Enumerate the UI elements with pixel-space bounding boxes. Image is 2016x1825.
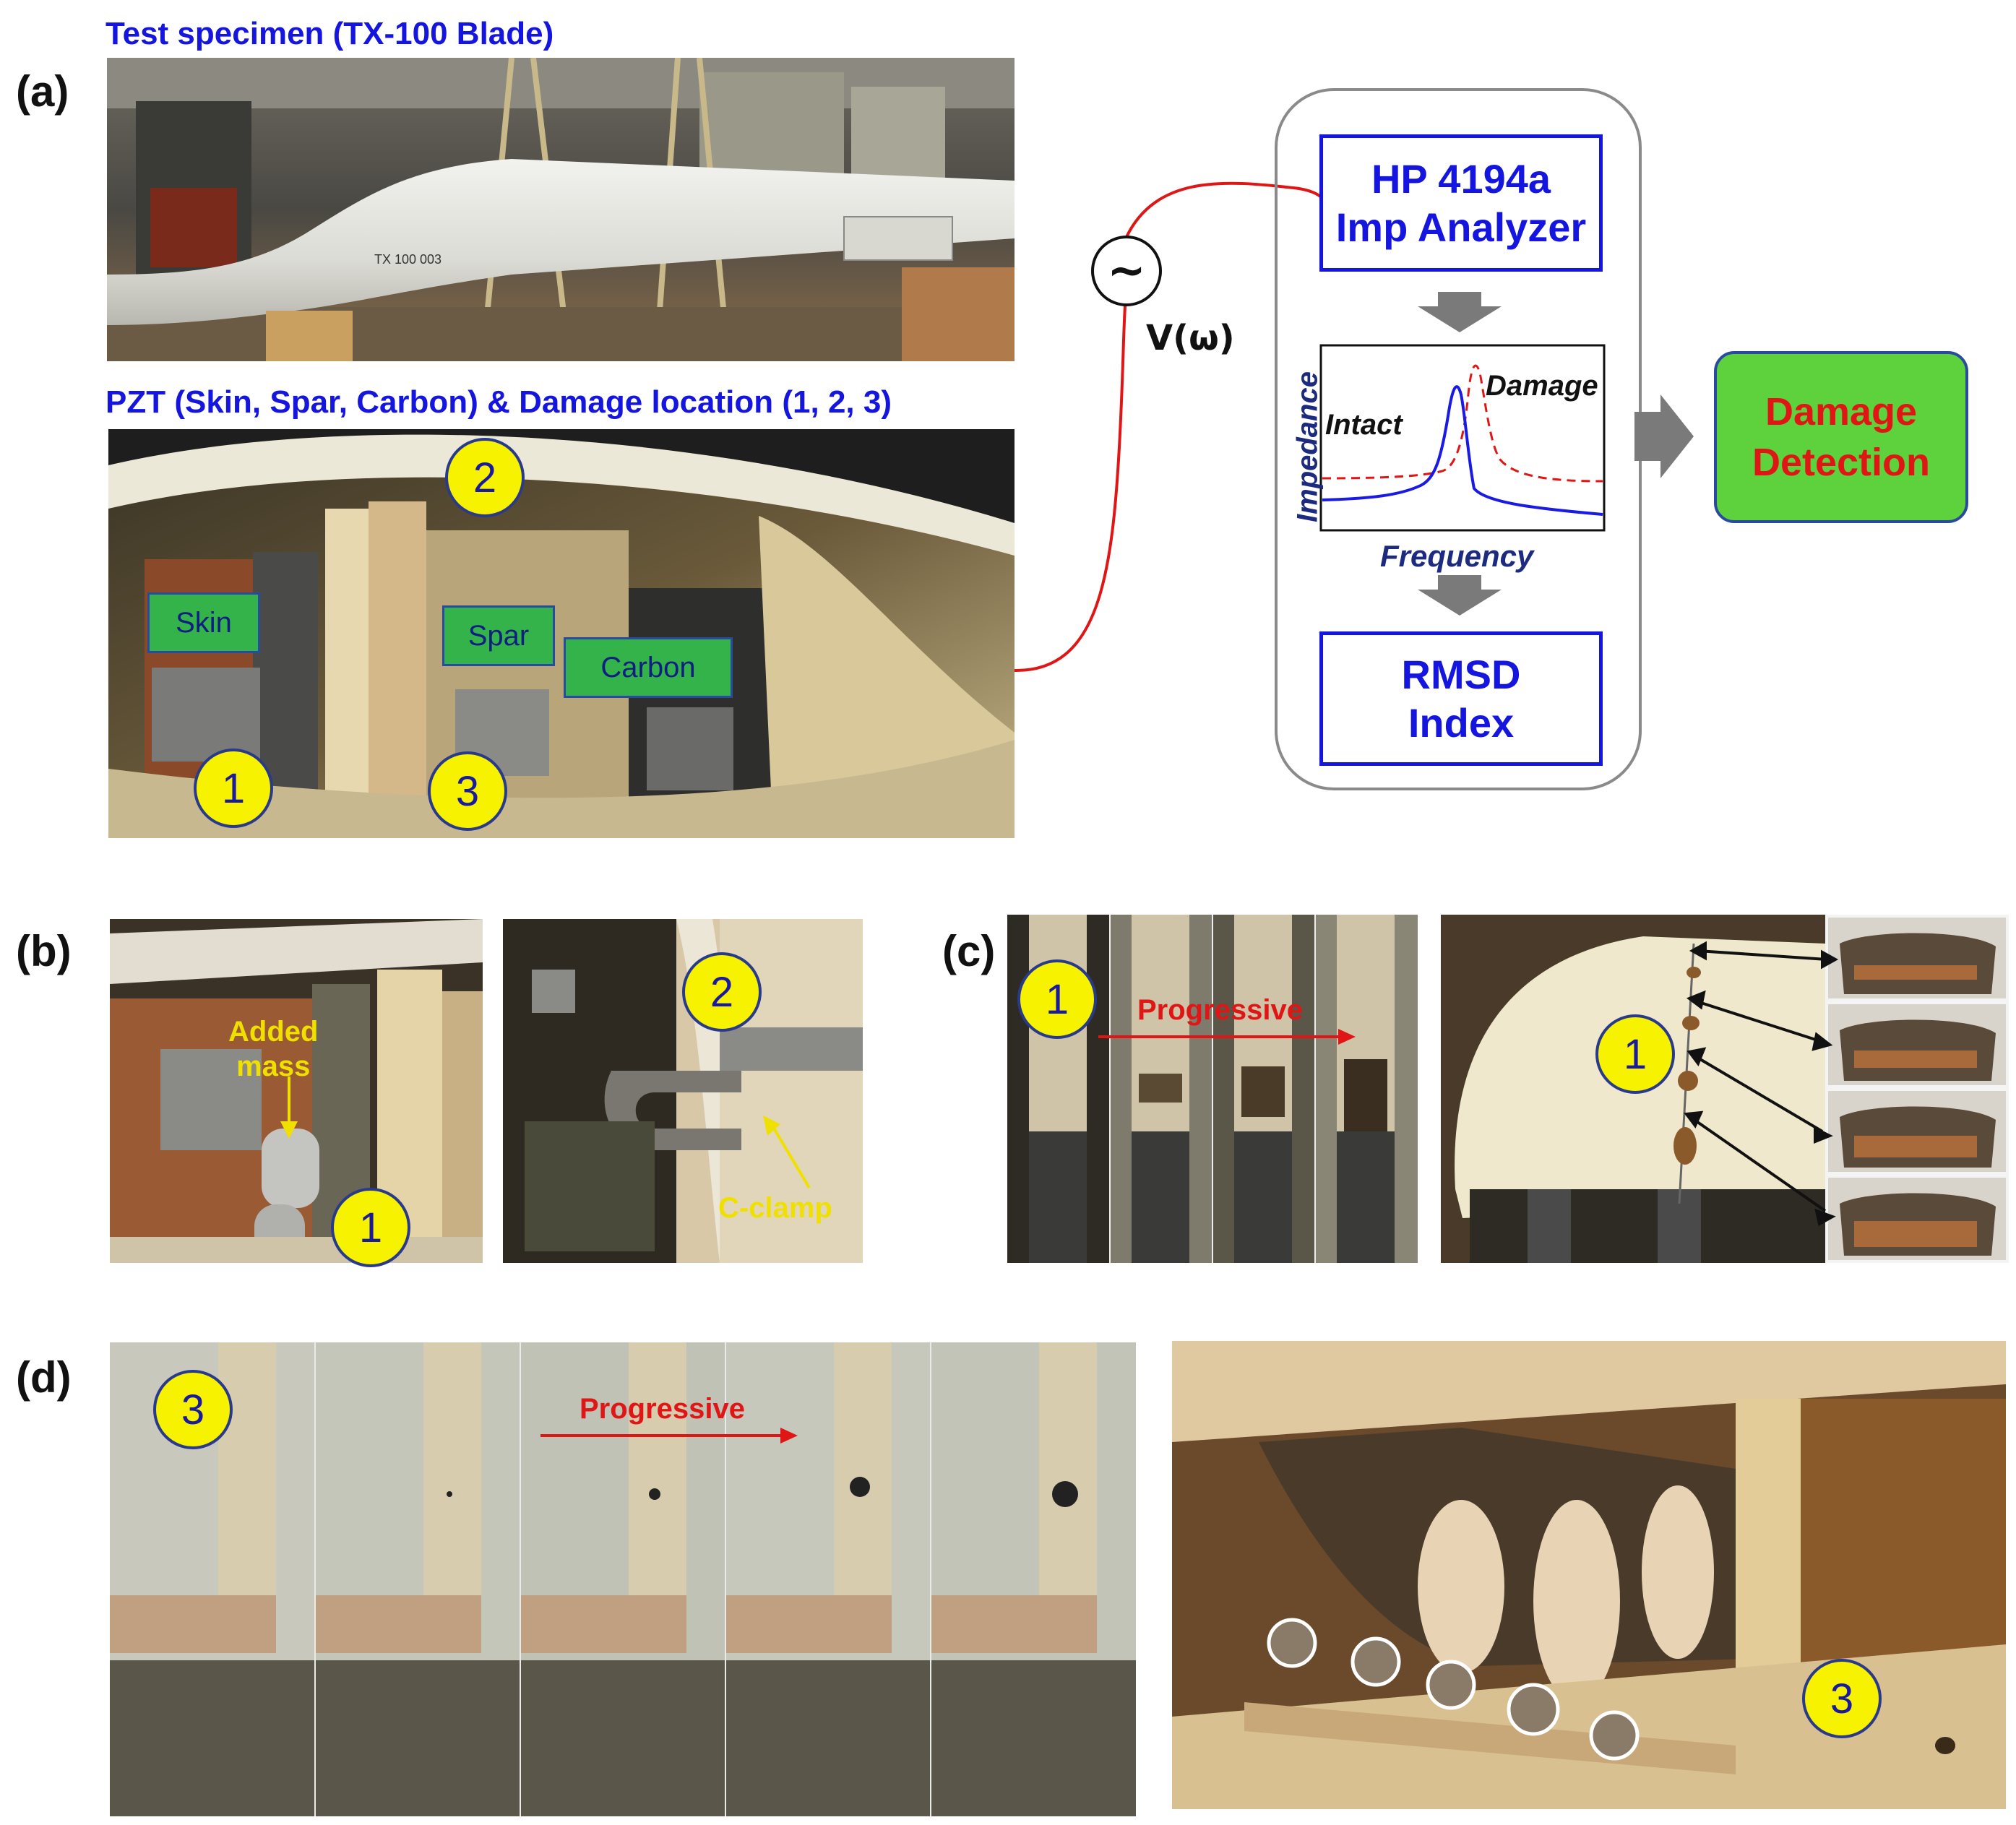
damage-marker-3-d-right: 3 [1802,1659,1882,1738]
blade-photo: TX 100 003 [107,58,1015,361]
damage-marker-2-a: 2 [445,438,525,517]
ac-source-symbol: ~ [1107,244,1146,298]
progressive-label-d: Progressive [580,1393,746,1425]
pzt-caption: PZT (Skin, Spar, Carbon) & Damage locati… [105,384,892,420]
progressive-arrow-d [540,1428,798,1444]
intact-series-label: Intact [1325,409,1403,441]
c-clamp-arrow [763,1116,811,1189]
damage-marker-3-d-left: 3 [153,1370,233,1449]
damage-marker-1-b: 1 [331,1188,410,1267]
pzt-label-spar: Spar [442,605,555,666]
progressive-arrow-c [1098,1029,1356,1045]
added-mass-label: Added mass [228,1014,318,1084]
analyzer-line-2: Imp Analyzer [1335,204,1587,250]
ac-source-icon: ~ [1091,236,1162,306]
closeup-pointer-arrows [1684,941,1839,1227]
added-mass-line-1: Added [228,1016,319,1048]
panel-label-d: (d) [16,1353,72,1402]
down-arrow-1 [1418,292,1502,332]
rmsd-line-1: RMSD [1401,651,1521,697]
pzt-label-skin: Skin [147,592,260,653]
damage-marker-1-c-right: 1 [1595,1014,1675,1094]
c-clamp-label: C-clamp [718,1192,832,1224]
damage-marker-1-a: 1 [194,748,273,828]
pzt-label-carbon: Carbon [564,637,733,698]
panel-label-a: (a) [16,67,69,116]
voltage-label: V(ω) [1146,318,1235,358]
c-clamp-photo [503,919,863,1263]
detection-line-1: Damage [1765,389,1918,433]
detection-line-2: Detection [1752,441,1931,484]
impedance-analyzer-box: HP 4194a Imp Analyzer [1319,134,1603,272]
spar-damage-sequence-photo [110,1342,1136,1816]
specimen-caption: Test specimen (TX-100 Blade) [105,16,554,51]
rmsd-index-box: RMSD Index [1319,631,1603,766]
frequency-axis-label: Frequency [1380,539,1534,573]
impedance-axis-label: Impedance [1291,371,1324,522]
analyzer-line-1: HP 4194a [1371,155,1551,202]
progressive-label-c: Progressive [1137,994,1304,1026]
intact-curve [1322,385,1603,516]
added-mass-line-2: mass [236,1050,311,1082]
panel-label-c: (c) [942,927,996,975]
rmsd-line-2: Index [1408,700,1515,746]
damage-curve [1322,364,1603,483]
damage-series-label: Damage [1486,370,1598,402]
signal-wiring [1014,88,1694,790]
impedance-plot [1319,344,1606,532]
spar-holes-photo [1172,1341,2006,1809]
right-arrow [1634,394,1694,478]
damage-marker-1-c-left: 1 [1017,959,1097,1039]
damage-marker-2-b: 2 [682,952,762,1032]
damage-marker-3-a: 3 [428,751,507,831]
added-mass-arrow [280,1077,298,1139]
damage-detection-box: Damage Detection [1714,351,1968,523]
damage-closeup-stack [1825,915,2009,1263]
blade-marking: TX 100 003 [374,252,441,267]
panel-label-b: (b) [16,927,72,975]
added-mass-photo [110,919,483,1263]
down-arrow-2 [1418,575,1502,616]
